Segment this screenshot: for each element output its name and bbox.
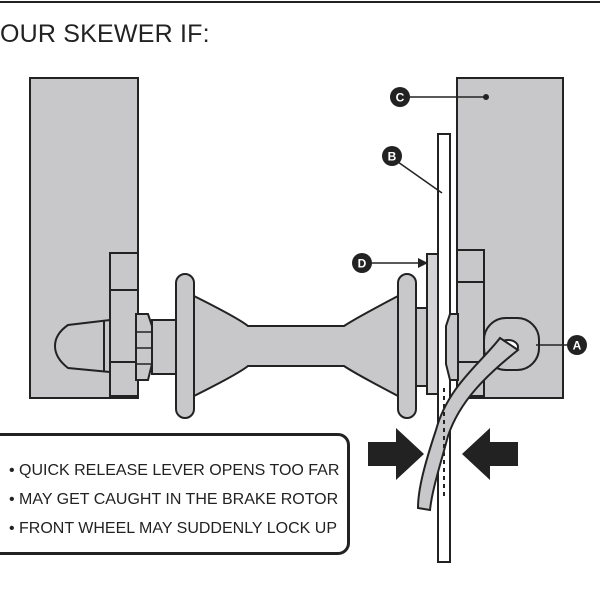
- callout-b-badge: [382, 146, 402, 166]
- locknut-left: [135, 313, 153, 381]
- callout-d-badge: [352, 253, 372, 273]
- arrow-left-icon: [462, 428, 518, 480]
- callout-d-arrowhead: [418, 258, 428, 268]
- callout-c-dot: [483, 94, 489, 100]
- warning-list: •QUICK RELEASE LEVER OPENS TOO FAR •MAY …: [9, 456, 339, 543]
- callout-c-label: C: [396, 91, 405, 105]
- bullet-glyph: •: [9, 491, 15, 508]
- bullet-glyph: •: [9, 462, 15, 479]
- warning-box: •QUICK RELEASE LEVER OPENS TOO FAR •MAY …: [0, 433, 350, 555]
- page-heading: OUR SKEWER IF:: [0, 20, 210, 48]
- callout-a-label: A: [573, 339, 582, 353]
- hub-flange-right: [397, 273, 417, 419]
- callout-d-label: D: [358, 257, 367, 271]
- skewer-end-nut: [53, 318, 111, 374]
- callout-c-badge: [390, 87, 410, 107]
- hub-flange-left: [175, 273, 195, 419]
- warning-item-text: FRONT WHEEL MAY SUDDENLY LOCK UP: [19, 520, 337, 537]
- callout-a-badge: [567, 335, 587, 355]
- qr-lever-arm: [416, 336, 520, 512]
- bullet-glyph: •: [9, 520, 15, 537]
- warning-item-text: QUICK RELEASE LEVER OPENS TOO FAR: [19, 462, 340, 479]
- callout-b-label: B: [388, 150, 397, 164]
- hub-shell: [193, 294, 399, 398]
- warning-item: •MAY GET CAUGHT IN THE BRAKE ROTOR: [9, 485, 339, 514]
- warning-item: •FRONT WHEEL MAY SUDDENLY LOCK UP: [9, 514, 339, 543]
- warning-item: •QUICK RELEASE LEVER OPENS TOO FAR: [9, 456, 339, 485]
- locknut-right: [445, 313, 459, 381]
- dropout-left: [109, 252, 139, 397]
- axle-spacer-left: [151, 319, 177, 375]
- warning-item-text: MAY GET CAUGHT IN THE BRAKE ROTOR: [19, 491, 339, 508]
- arrow-right-icon: [368, 428, 424, 480]
- callout-b-leader: [397, 161, 443, 194]
